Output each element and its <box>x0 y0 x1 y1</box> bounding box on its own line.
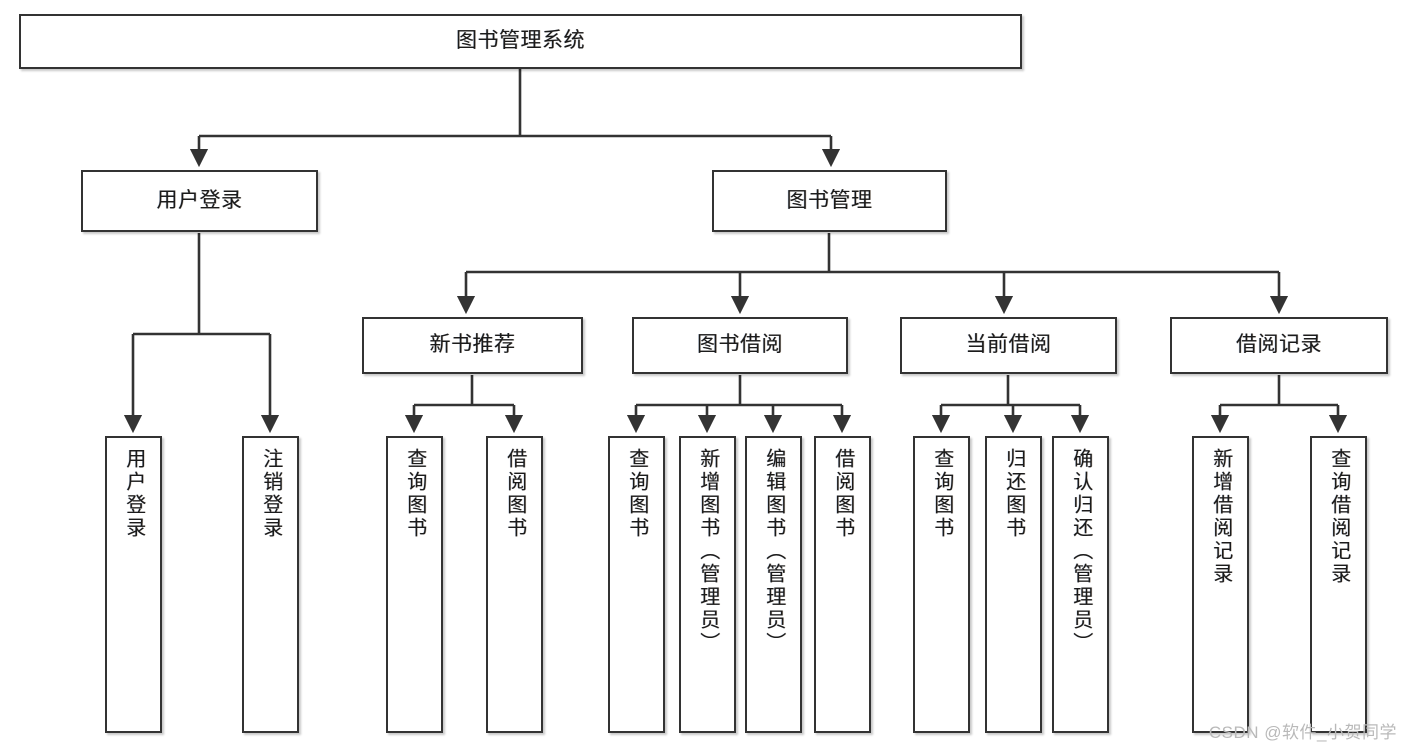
node-leaf-query-book-1-label: 查询图书 <box>403 448 426 540</box>
node-leaf-user-login-label: 用户登录 <box>122 448 145 540</box>
node-borrow-record-label: 借阅记录 <box>1236 333 1322 357</box>
node-leaf-borrow-book-1-label: 借阅图书 <box>503 448 526 540</box>
node-leaf-query-borrow-record[interactable]: 查询借阅记录 <box>1310 436 1367 733</box>
node-leaf-add-book-admin[interactable]: 新增图书（管理员） <box>679 436 736 733</box>
node-book-management-label: 图书管理 <box>786 188 873 212</box>
node-leaf-logout-login-label: 注销登录 <box>259 448 282 540</box>
node-leaf-query-book-2[interactable]: 查询图书 <box>608 436 665 733</box>
node-leaf-confirm-return-label: 确认归还（管理员） <box>1069 448 1092 655</box>
node-leaf-add-book-admin-label: 新增图书（管理员） <box>696 448 719 655</box>
node-current-borrow[interactable]: 当前借阅 <box>900 317 1117 374</box>
node-leaf-query-book-1[interactable]: 查询图书 <box>386 436 443 733</box>
node-leaf-query-book-2-label: 查询图书 <box>625 448 648 540</box>
node-leaf-query-book-3[interactable]: 查询图书 <box>913 436 970 733</box>
node-leaf-edit-book-admin-label: 编辑图书（管理员） <box>762 448 785 655</box>
node-leaf-edit-book-admin[interactable]: 编辑图书（管理员） <box>745 436 802 733</box>
node-leaf-user-login[interactable]: 用户登录 <box>105 436 162 733</box>
node-root-label: 图书管理系统 <box>456 29 585 53</box>
node-leaf-query-borrow-record-label: 查询借阅记录 <box>1327 448 1350 586</box>
node-leaf-borrow-book-1[interactable]: 借阅图书 <box>486 436 543 733</box>
node-book-borrow[interactable]: 图书借阅 <box>632 317 848 374</box>
node-leaf-query-book-3-label: 查询图书 <box>930 448 953 540</box>
watermark: CSDN @软件_小贺同学 <box>1208 723 1397 742</box>
node-leaf-logout-login[interactable]: 注销登录 <box>242 436 299 733</box>
node-current-borrow-label: 当前借阅 <box>965 333 1052 357</box>
node-leaf-confirm-return[interactable]: 确认归还（管理员） <box>1052 436 1109 733</box>
node-borrow-record[interactable]: 借阅记录 <box>1170 317 1388 374</box>
node-leaf-return-book[interactable]: 归还图书 <box>985 436 1042 733</box>
node-user-login-label: 用户登录 <box>156 188 243 212</box>
node-root[interactable]: 图书管理系统 <box>19 14 1022 69</box>
node-book-borrow-label: 图书借阅 <box>697 333 783 357</box>
node-leaf-return-book-label: 归还图书 <box>1002 448 1025 540</box>
node-book-management[interactable]: 图书管理 <box>712 170 947 232</box>
node-leaf-add-borrow-record-label: 新增借阅记录 <box>1209 448 1232 586</box>
node-new-book-recommendation[interactable]: 新书推荐 <box>362 317 583 374</box>
node-leaf-borrow-book-2-label: 借阅图书 <box>831 448 854 540</box>
node-leaf-borrow-book-2[interactable]: 借阅图书 <box>814 436 871 733</box>
node-user-login[interactable]: 用户登录 <box>81 170 318 232</box>
node-leaf-add-borrow-record[interactable]: 新增借阅记录 <box>1192 436 1249 733</box>
node-new-book-recommendation-label: 新书推荐 <box>429 333 516 357</box>
